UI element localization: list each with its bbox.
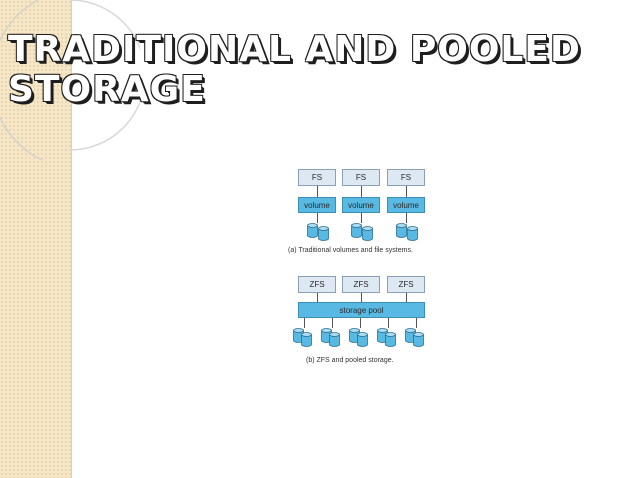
disk-icon bbox=[307, 223, 318, 238]
caption-b: (b) ZFS and pooled storage. bbox=[306, 357, 394, 364]
disk-icon bbox=[349, 328, 360, 343]
connector bbox=[361, 186, 362, 197]
connector bbox=[304, 318, 305, 328]
connector bbox=[416, 318, 417, 328]
connector bbox=[406, 213, 407, 223]
disk-icon bbox=[407, 226, 418, 241]
disk-icon bbox=[362, 226, 373, 241]
connector bbox=[406, 293, 407, 302]
connector bbox=[361, 293, 362, 302]
storage-diagram: FS FS FS volume volume volume (a) Tradit… bbox=[280, 160, 440, 380]
slide-title-line-1: TRADITIONAL AND POOLED bbox=[8, 29, 581, 70]
storage-pool-box: storage pool bbox=[298, 302, 425, 318]
disk-icon bbox=[396, 223, 407, 238]
connector bbox=[406, 186, 407, 197]
connector bbox=[317, 213, 318, 223]
sidebar-decoration bbox=[0, 0, 72, 478]
zfs-box-2: ZFS bbox=[342, 276, 380, 293]
fs-box-3: FS bbox=[387, 169, 425, 186]
disk-icon bbox=[385, 332, 396, 347]
caption-a: (a) Traditional volumes and file systems… bbox=[288, 247, 413, 254]
volume-box-3: volume bbox=[387, 197, 425, 213]
connector bbox=[388, 318, 389, 328]
slide-title-line-2: STORAGE bbox=[8, 69, 206, 110]
fs-box-2: FS bbox=[342, 169, 380, 186]
connector bbox=[332, 318, 333, 328]
volume-box-2: volume bbox=[342, 197, 380, 213]
disk-icon bbox=[413, 332, 424, 347]
disk-icon bbox=[405, 328, 416, 343]
disk-icon bbox=[301, 332, 312, 347]
decorative-arcs bbox=[0, 0, 140, 161]
connector bbox=[361, 213, 362, 223]
disk-icon bbox=[377, 328, 388, 343]
disk-icon bbox=[351, 223, 362, 238]
volume-box-1: volume bbox=[298, 197, 336, 213]
zfs-box-1: ZFS bbox=[298, 276, 336, 293]
disk-icon bbox=[329, 332, 340, 347]
disk-icon bbox=[318, 226, 329, 241]
zfs-box-3: ZFS bbox=[387, 276, 425, 293]
disk-icon bbox=[357, 332, 368, 347]
slide-title: TRADITIONAL AND POOLED STORAGE bbox=[8, 30, 581, 110]
connector bbox=[317, 186, 318, 197]
connector bbox=[360, 318, 361, 328]
connector bbox=[317, 293, 318, 302]
fs-box-1: FS bbox=[298, 169, 336, 186]
disk-icon bbox=[321, 328, 332, 343]
